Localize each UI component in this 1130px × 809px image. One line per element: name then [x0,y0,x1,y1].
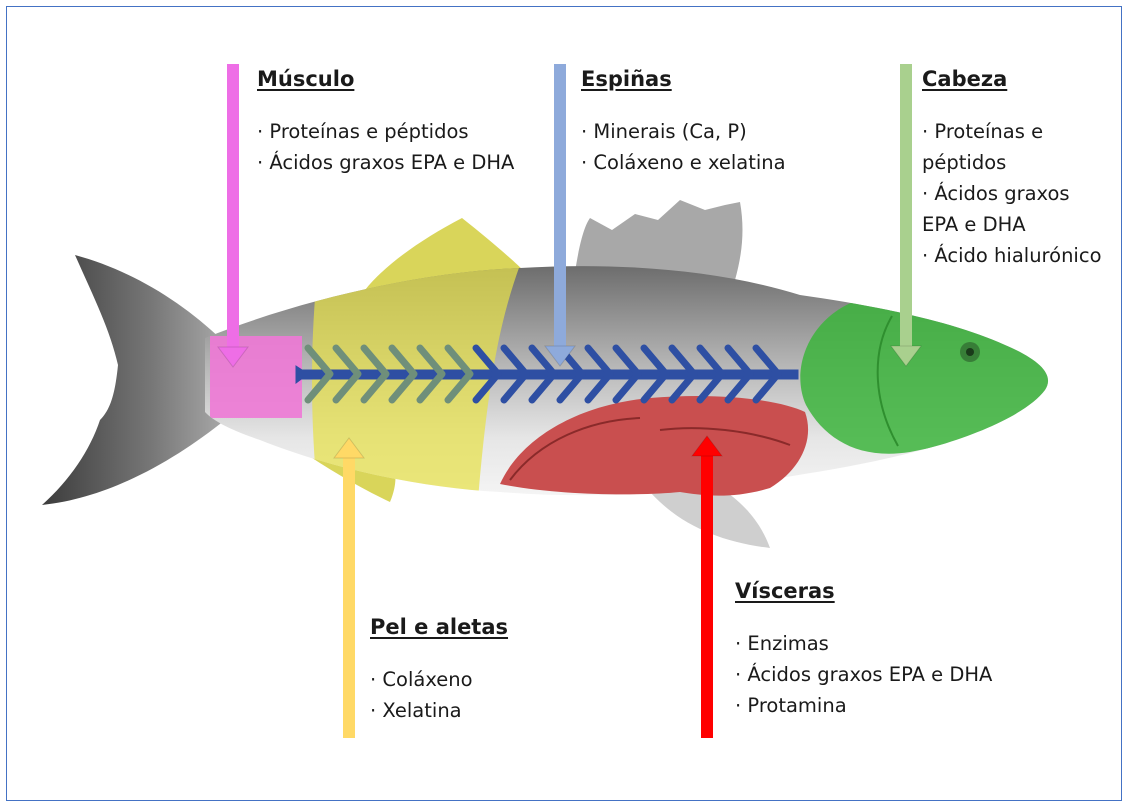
tail-fin [42,255,225,505]
label-cabeza: Cabeza Proteínas e péptidos Ácidos graxo… [922,64,1102,271]
cabeza-arrow [900,64,912,346]
espinas-title: Espiñas [581,64,786,95]
musculo-item: Ácidos graxos EPA e DHA [257,147,514,178]
cabeza-title: Cabeza [922,64,1102,95]
espinas-list: Minerais (Ca, P) Coláxeno e xelatina [581,116,786,178]
cabeza-item: Ácidos graxos [922,178,1102,209]
visceras-item: Protamina [735,690,992,721]
musculo-list: Proteínas e péptidos Ácidos graxos EPA e… [257,116,514,178]
espinas-item: Minerais (Ca, P) [581,116,786,147]
label-musculo: Músculo Proteínas e péptidos Ácidos grax… [257,64,514,178]
visceras-list: Enzimas Ácidos graxos EPA e DHA Protamin… [735,628,992,721]
label-espinas: Espiñas Minerais (Ca, P) Coláxeno e xela… [581,64,786,178]
visceras-title: Vísceras [735,576,992,607]
musculo-arrow [227,64,239,347]
visceras-item: Ácidos graxos EPA e DHA [735,659,992,690]
musculo-title: Músculo [257,64,514,95]
pel-list: Coláxeno Xelatina [370,664,508,726]
pel-item: Xelatina [370,695,508,726]
espinas-item: Coláxeno e xelatina [581,147,786,178]
label-visceras: Vísceras Enzimas Ácidos graxos EPA e DHA… [735,576,992,721]
cabeza-item: péptidos [922,147,1102,178]
cabeza-item: Proteínas e [922,116,1102,147]
label-pel: Pel e aletas Coláxeno Xelatina [370,612,508,726]
pel-title: Pel e aletas [370,612,508,643]
espinas-arrow [554,64,566,346]
visceras-item: Enzimas [735,628,992,659]
musculo-item: Proteínas e péptidos [257,116,514,147]
visceras-arrow [701,456,713,738]
cabeza-item: Ácido hialurónico [922,240,1102,271]
head-region [800,300,1050,454]
cabeza-list: Proteínas e péptidos Ácidos graxos EPA e… [922,116,1102,271]
pel-arrow [343,458,355,738]
pel-item: Coláxeno [370,664,508,695]
cabeza-item: EPA e DHA [922,209,1102,240]
